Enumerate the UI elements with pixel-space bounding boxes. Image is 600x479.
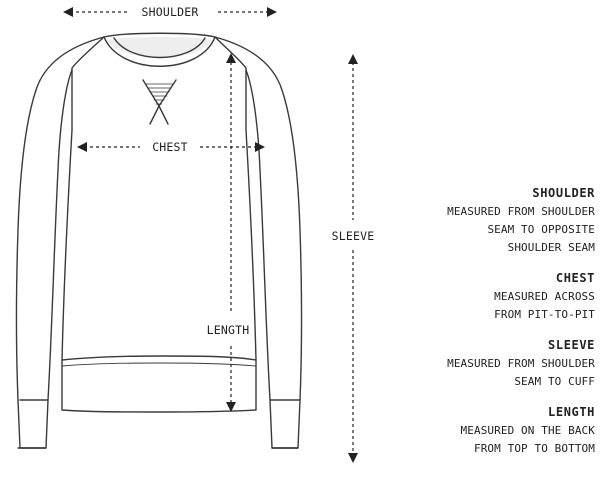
right-raglan-seam	[214, 36, 247, 131]
legend-desc-line: FROM TOP TO BOTTOM	[473, 442, 595, 455]
right-cuff	[269, 399, 301, 449]
chest-label: CHEST	[152, 140, 188, 154]
legend-desc-line: MEASURED FROM SHOULDER	[447, 357, 595, 370]
legend-entry-sleeve: SLEEVE MEASURED FROM SHOULDER SEAM TO CU…	[395, 338, 595, 391]
sleeve-arrowhead-bottom	[348, 453, 358, 463]
body-right-side	[245, 129, 257, 361]
legend-entry-shoulder: SHOULDER MEASURED FROM SHOULDER SEAM TO …	[395, 186, 595, 257]
chest-arrowhead-right	[255, 142, 265, 152]
collar-inner	[113, 37, 206, 59]
chest-arrowhead-left	[77, 142, 87, 152]
length-label: LENGTH	[207, 323, 250, 337]
back-neck-panel	[104, 37, 215, 58]
length-arrowhead-top	[226, 53, 236, 63]
legend-entry-chest: CHEST MEASURED ACROSS FROM PIT-TO-PIT	[395, 271, 595, 324]
right-sleeve	[214, 36, 303, 449]
legend-heading: CHEST	[555, 271, 595, 285]
v-gusset-tails	[149, 105, 169, 125]
v-gusset-stitching	[145, 83, 174, 105]
collar-top-edge	[103, 32, 216, 38]
legend-heading: SLEEVE	[548, 338, 595, 352]
legend-desc-line: SEAM TO CUFF	[514, 375, 595, 388]
shoulder-arrowhead-right	[267, 7, 277, 17]
shoulder-label: SHOULDER	[142, 5, 199, 19]
legend-entry-length: LENGTH MEASURED ON THE BACK FROM TOP TO …	[395, 405, 595, 458]
waistband	[61, 355, 257, 413]
left-cuff	[17, 399, 49, 449]
left-raglan-seam	[71, 36, 105, 131]
length-arrowhead-bottom	[226, 402, 236, 412]
legend-desc-line: SEAM TO OPPOSITE	[487, 223, 595, 236]
legend-desc-line: MEASURED FROM SHOULDER	[447, 205, 595, 218]
sleeve-arrowhead-top	[348, 54, 358, 64]
waistband-seam	[61, 362, 257, 367]
legend-desc-line: MEASURED ON THE BACK	[460, 424, 595, 437]
legend-desc-line: SHOULDER SEAM	[507, 241, 595, 254]
left-sleeve	[15, 36, 105, 449]
legend-heading: SHOULDER	[532, 186, 595, 200]
body-left-side	[61, 129, 73, 361]
measurement-legend: SHOULDER MEASURED FROM SHOULDER SEAM TO …	[395, 186, 595, 472]
legend-desc-line: MEASURED ACROSS	[494, 290, 595, 303]
arrowheads	[63, 7, 358, 463]
shoulder-arrowhead-left	[63, 7, 73, 17]
sleeve-label: SLEEVE	[332, 229, 375, 243]
legend-desc-line: FROM PIT-TO-PIT	[494, 308, 595, 321]
measurement-arrows	[70, 11, 354, 456]
collar-outer	[103, 36, 216, 67]
sweater-illustration	[15, 32, 303, 449]
legend-heading: LENGTH	[548, 405, 595, 419]
